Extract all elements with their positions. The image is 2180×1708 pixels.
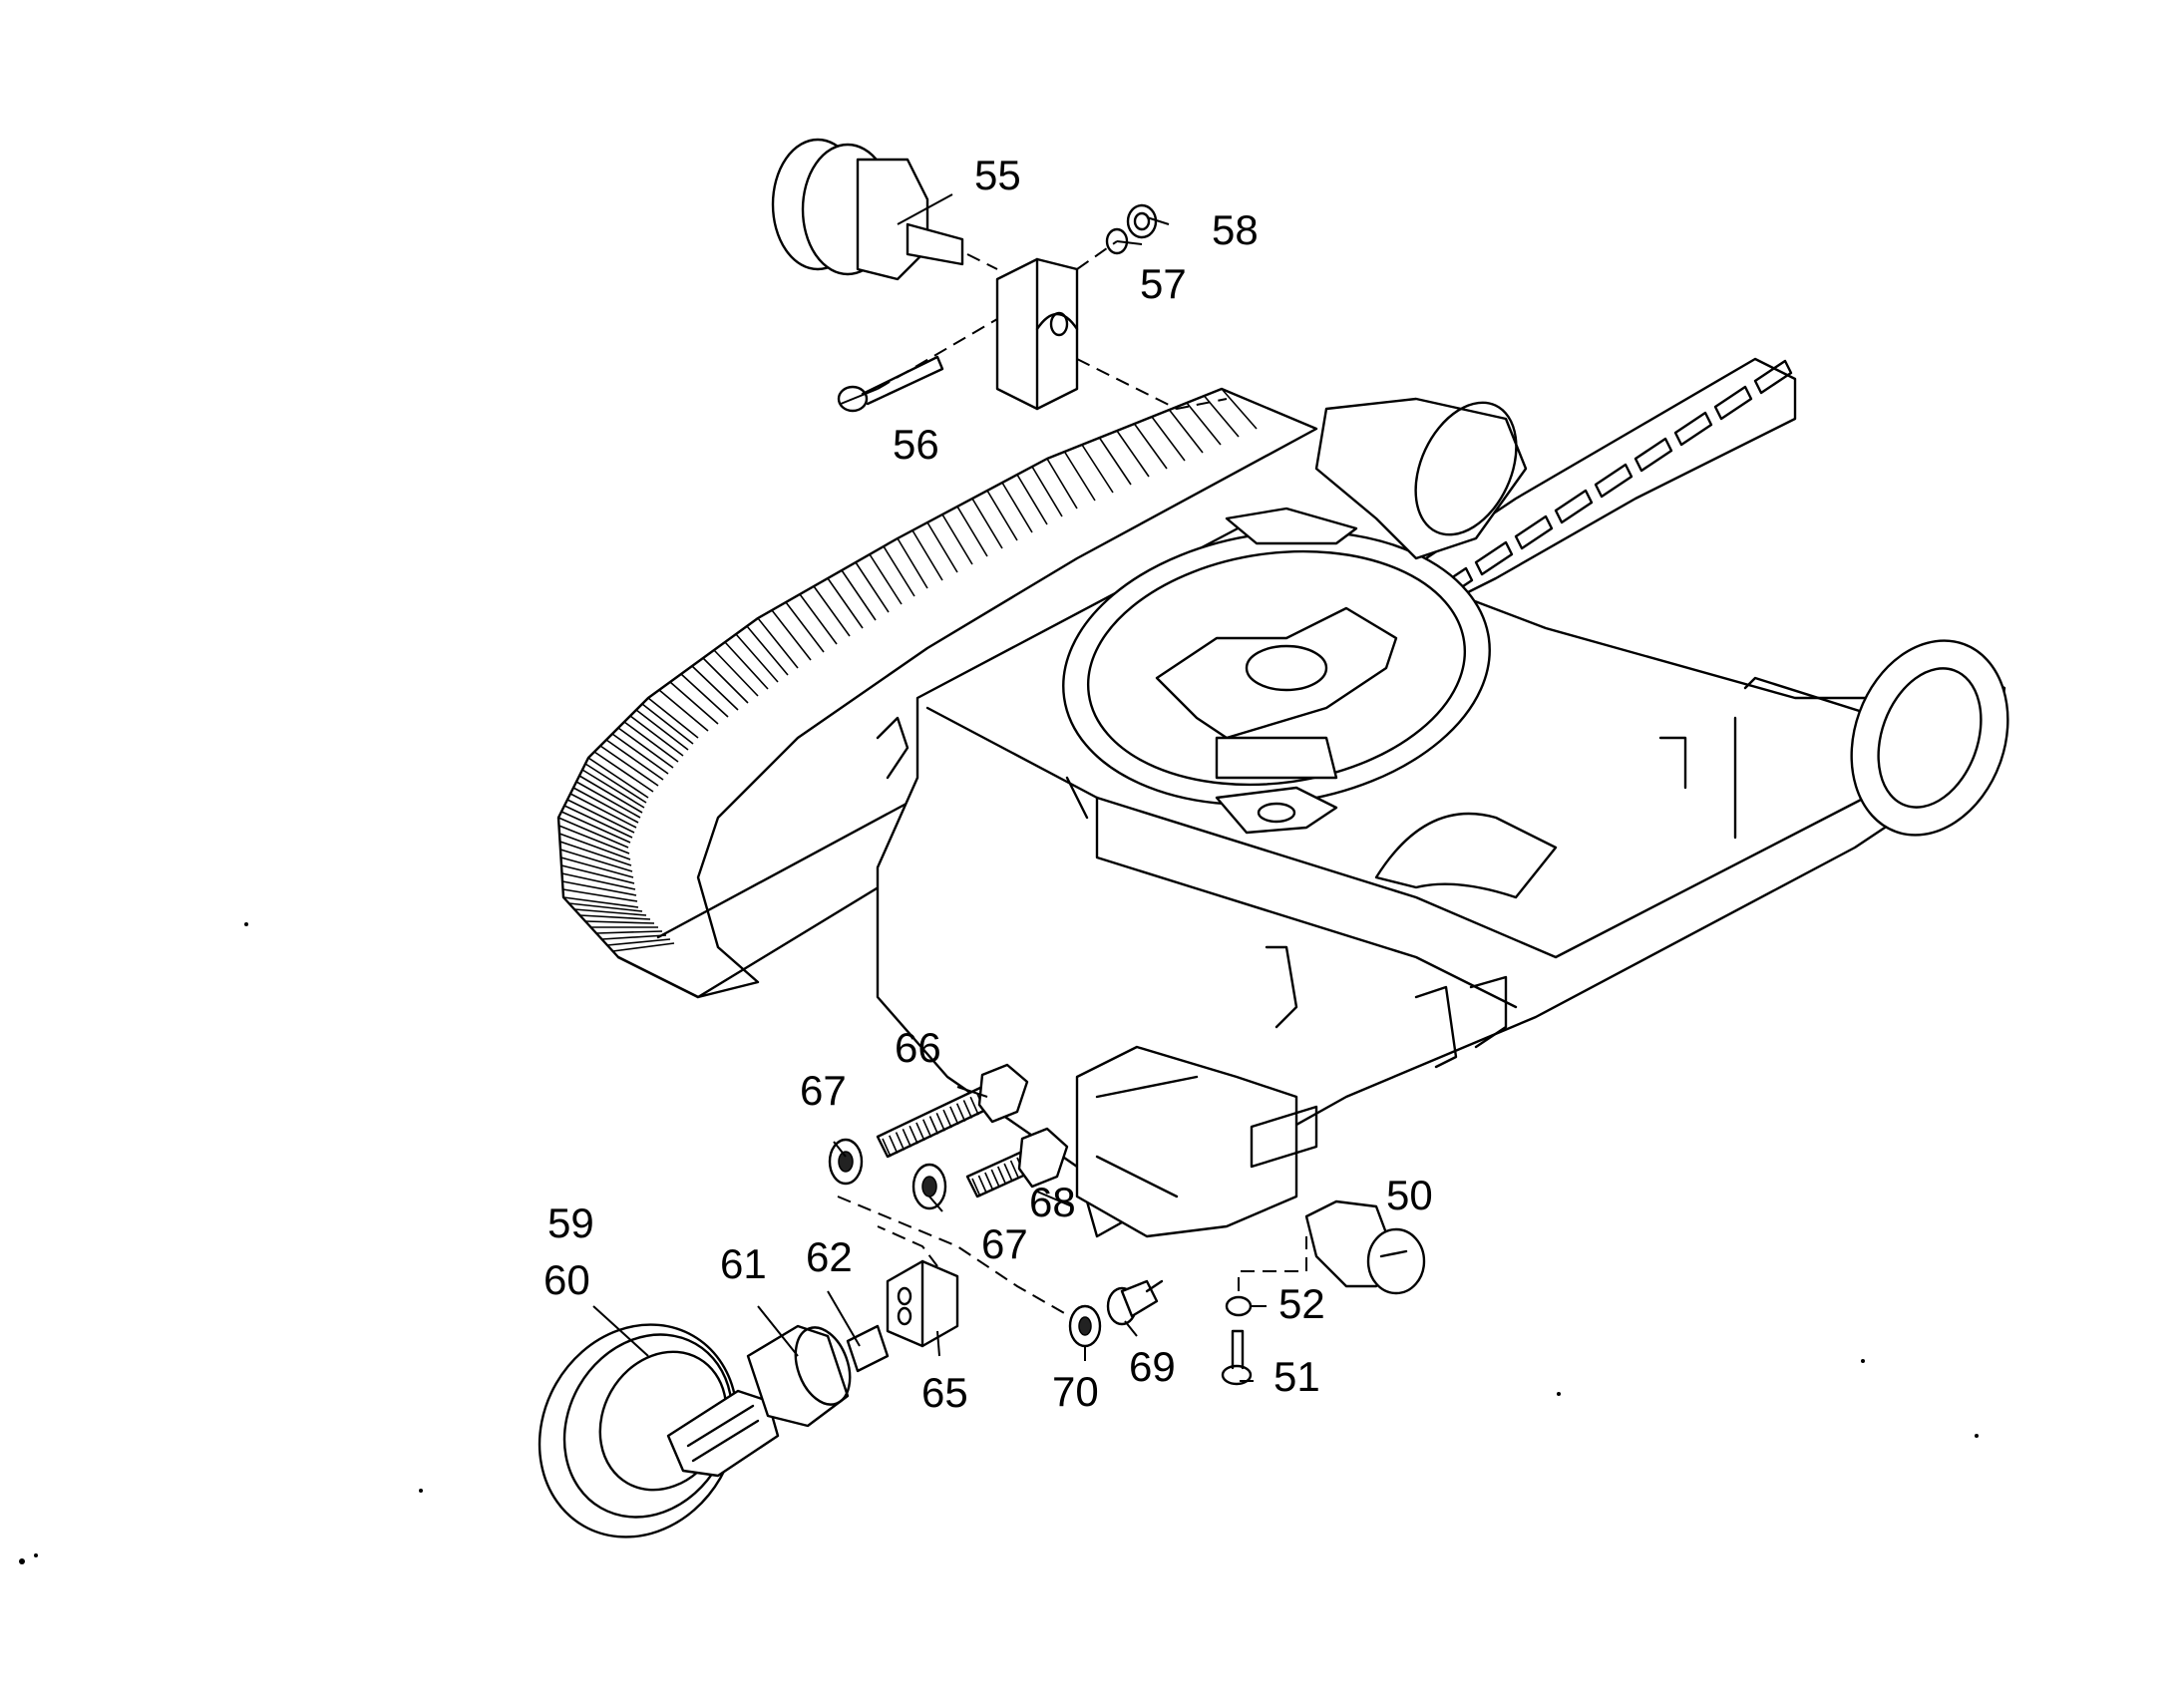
callout-61: 61 bbox=[720, 1240, 767, 1287]
callout-66: 66 bbox=[895, 1024, 941, 1071]
callout-67-upper: 67 bbox=[800, 1067, 847, 1114]
callout-52: 52 bbox=[1278, 1280, 1325, 1327]
carrier-roller-assembly bbox=[771, 138, 1228, 413]
track-frame bbox=[876, 397, 2009, 1238]
callout-59: 59 bbox=[547, 1199, 594, 1246]
callout-58: 58 bbox=[1212, 206, 1259, 253]
callout-51: 51 bbox=[1273, 1353, 1320, 1400]
callout-69: 69 bbox=[1129, 1343, 1176, 1390]
callout-50: 50 bbox=[1386, 1172, 1433, 1218]
callout-56: 56 bbox=[893, 421, 939, 468]
callout-70: 70 bbox=[1052, 1368, 1099, 1415]
track-roller-assembly bbox=[1221, 1199, 1426, 1386]
callout-57: 57 bbox=[1140, 260, 1187, 307]
callout-62: 62 bbox=[806, 1233, 853, 1280]
callout-60: 60 bbox=[544, 1256, 590, 1303]
scan-specks bbox=[19, 922, 1979, 1564]
callout-65: 65 bbox=[921, 1369, 968, 1416]
idler-assembly bbox=[538, 1225, 1164, 1538]
tension-adjuster-assembly bbox=[828, 1063, 1088, 1327]
track-links-right bbox=[1424, 357, 1797, 602]
callout-55: 55 bbox=[974, 152, 1021, 198]
leader-lines bbox=[592, 193, 1267, 1382]
callout-68: 68 bbox=[1029, 1179, 1076, 1225]
track-chain bbox=[556, 387, 1318, 999]
callout-67-lower: 67 bbox=[981, 1220, 1028, 1267]
